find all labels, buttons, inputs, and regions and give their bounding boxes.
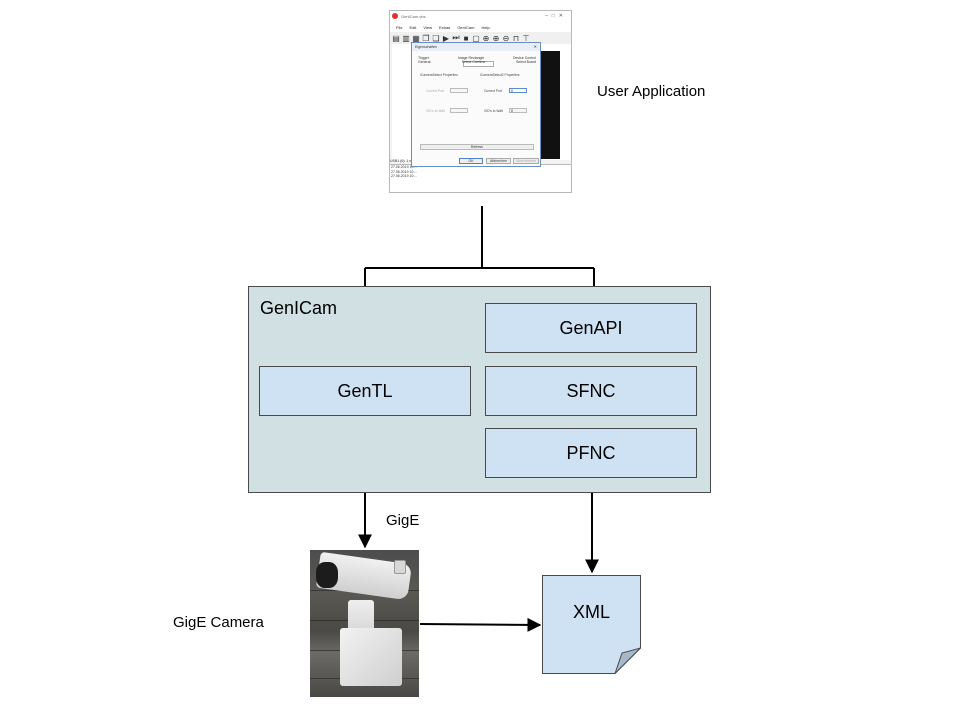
log-line: 27.06.2019 10:... — [391, 174, 418, 178]
dialog-close-icon[interactable]: ✕ — [533, 44, 537, 49]
dialog-tabs: Trigger Image Rectangle Device Control G… — [418, 56, 536, 67]
tab-device-control[interactable]: Device Control — [513, 56, 536, 60]
zoom-in-icon[interactable]: ⊕ — [492, 33, 500, 43]
menu-genicam[interactable]: GenICam — [457, 25, 475, 30]
gige-link-label: GigE — [386, 512, 420, 529]
save-icon[interactable]: ▥ — [402, 33, 410, 43]
properties-dialog: Eigenschaften ✕ Trigger Image Rectangle … — [411, 42, 541, 167]
log-line: 27.06.2019 10:... — [391, 169, 418, 174]
step-icon[interactable]: ⏭ — [452, 33, 460, 42]
gige-camera-photo — [310, 550, 419, 697]
refresh-button[interactable]: Refresh — [420, 144, 534, 150]
dialog-titlebar: Eigenschaften ✕ — [412, 43, 540, 51]
xml-document-icon — [542, 575, 641, 674]
left-field-label: VID's to Wait — [426, 109, 445, 113]
frame-icon[interactable]: ▢ — [472, 33, 480, 43]
tab-trigger[interactable]: Trigger — [418, 56, 429, 60]
arrow-camera-xml — [419, 617, 542, 632]
left-field-label: Current Port — [426, 89, 444, 93]
selected-tab-indicator — [463, 61, 494, 67]
tab-select-camera[interactable]: Select Camera — [461, 60, 485, 64]
menu-extras[interactable]: Extras — [438, 25, 451, 30]
genicam-label: GenICam — [260, 298, 338, 318]
apply-button[interactable]: Übernehmen — [513, 158, 539, 164]
app-log-pane: 27.06.2019 10:... 27.06.2019 10:... 27.0… — [390, 164, 571, 192]
save-as-icon[interactable]: ▦ — [412, 33, 420, 43]
left-vids-input[interactable] — [450, 108, 468, 113]
genapi-box: GenAPI — [485, 303, 697, 353]
log-line: 27.06.2019 10:... — [391, 165, 418, 169]
tab-select-board[interactable]: Select Board — [515, 60, 536, 64]
app-titlebar: GenICam.vbs –□✕ — [390, 11, 571, 23]
play-icon[interactable]: ▶ — [442, 33, 450, 43]
user-application-label: User Application — [597, 83, 706, 100]
app-logo-icon — [392, 13, 398, 19]
zoom-out-icon[interactable]: ⊖ — [502, 33, 510, 43]
right-field-label: Current Port — [484, 89, 502, 93]
cancel-button[interactable]: Abbrechen — [486, 158, 511, 164]
camera-lens-icon — [316, 562, 338, 588]
window-controls-icon: –□✕ — [545, 13, 567, 19]
gentl-box: GenTL — [259, 366, 471, 416]
ok-button[interactable]: OK — [459, 158, 483, 164]
right-current-port-input[interactable]: 0 — [509, 88, 527, 93]
menu-view[interactable]: View — [423, 25, 432, 30]
settings-icon[interactable]: ⊤ — [522, 33, 530, 43]
dialog-tab-row: Trigger Image Rectangle Device Control — [418, 56, 536, 60]
camera-wall-box — [340, 628, 402, 686]
right-vids-value: 0 — [511, 109, 513, 113]
dialog-tab-row: General Select Camera Select Board — [418, 60, 536, 64]
pfnc-box: PFNC — [485, 428, 697, 478]
xml-label: XML — [572, 602, 610, 622]
app-toolbar: ▤ ▥ ▦ ❐ ❏ ▶ ⏭ ■ ▢ ⊕ ⊕ ⊖ ⊓ ⊤ — [390, 32, 571, 44]
menu-edit[interactable]: Edit — [409, 25, 417, 30]
stop-icon[interactable]: ■ — [463, 33, 469, 43]
gige-camera-label: GigE Camera — [173, 614, 264, 631]
right-vids-input[interactable]: 0 — [509, 108, 527, 113]
menu-help[interactable]: Help — [481, 25, 490, 30]
pin-icon[interactable]: ⊓ — [512, 33, 520, 43]
tab-general[interactable]: General — [418, 60, 431, 64]
camera-connector — [394, 560, 406, 574]
zoom-fit-icon[interactable]: ⊕ — [482, 33, 490, 43]
left-current-port-input[interactable] — [450, 88, 468, 93]
right-current-port-value: 0 — [511, 89, 513, 93]
right-section-title: ICameraSelect2 Properties — [480, 73, 520, 77]
camera-image-preview — [540, 51, 560, 159]
app-menubar: File Edit View Extras GenICam Help — [390, 23, 571, 32]
menu-file[interactable]: File — [396, 25, 403, 30]
paste-icon[interactable]: ❏ — [432, 33, 440, 43]
left-section-title: ICameraSelect Properties — [420, 73, 458, 77]
copy-icon[interactable]: ❐ — [422, 33, 430, 43]
app-status-text: USB1 (0): 1 x x1 — [390, 159, 416, 163]
dialog-title: Eigenschaften — [415, 45, 438, 49]
sfnc-box: SFNC — [485, 366, 697, 416]
open-icon[interactable]: ▤ — [392, 33, 400, 43]
right-field-label: VID's to Wait — [484, 109, 503, 113]
tab-image-rectangle[interactable]: Image Rectangle — [457, 56, 485, 60]
app-title: GenICam.vbs — [401, 14, 426, 19]
